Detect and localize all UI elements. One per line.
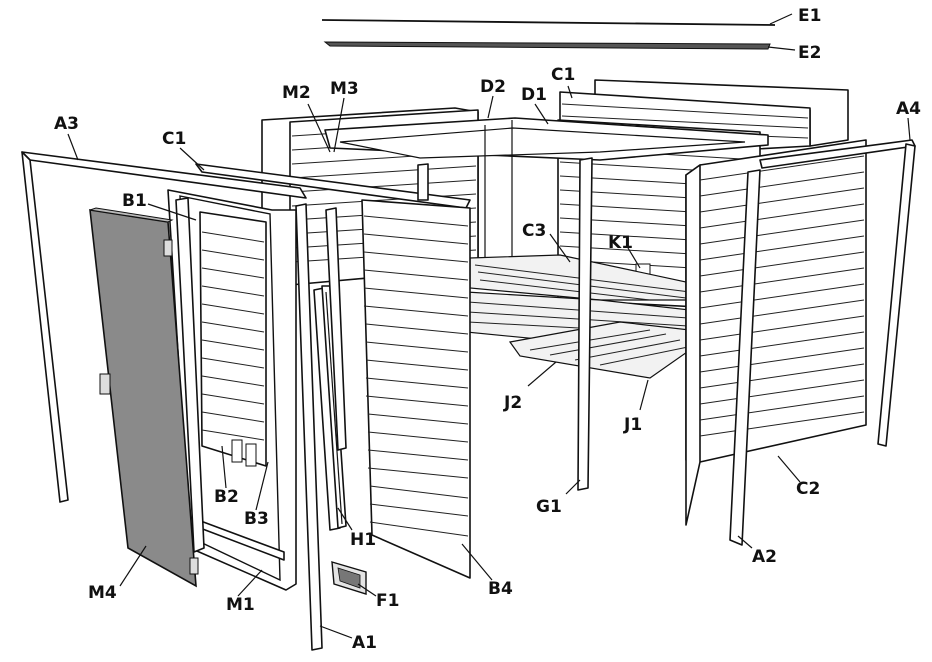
b1-slats <box>201 231 265 441</box>
label-f1: F1 <box>376 591 399 611</box>
part-labels: E1 E2 C1 D2 D1 M2 M3 A3 A4 C1 B1 C3 K1 J… <box>54 6 921 653</box>
label-k1: K1 <box>608 233 633 253</box>
label-b2: B2 <box>214 487 239 507</box>
part-top-frame <box>324 117 769 270</box>
label-e1: E1 <box>798 6 821 26</box>
part-m4-glass-door <box>89 207 199 588</box>
part-h1-profiles <box>313 285 347 531</box>
part-f1-vent-grille <box>331 561 367 595</box>
part-g1-post <box>577 157 593 491</box>
label-b4: B4 <box>488 579 513 599</box>
label-m4: M4 <box>88 583 117 603</box>
label-d1: D1 <box>521 85 547 105</box>
label-a4: A4 <box>896 99 921 119</box>
part-bench-j2 <box>508 321 691 379</box>
label-b1: B1 <box>122 191 147 211</box>
label-a3: A3 <box>54 114 79 134</box>
label-b3: B3 <box>244 509 269 529</box>
label-a2: A2 <box>752 547 777 567</box>
label-h1: H1 <box>350 530 376 550</box>
part-b4-front-wall <box>361 199 471 579</box>
label-a1: A1 <box>352 633 377 653</box>
label-j1: J1 <box>623 415 642 435</box>
c2-slats <box>699 155 865 437</box>
label-c1-left: C1 <box>162 129 186 149</box>
door-hinge-icon-2 <box>189 557 199 575</box>
label-m2: M2 <box>282 83 311 103</box>
label-g1: G1 <box>536 497 562 517</box>
label-d2: D2 <box>480 77 506 97</box>
leader-lines <box>67 13 911 639</box>
label-c2: C2 <box>796 479 820 499</box>
part-m2-m3-posts <box>325 163 429 451</box>
part-a1-post <box>295 203 323 651</box>
part-e2-roof-panel <box>323 41 771 50</box>
b4-slats <box>363 215 469 537</box>
label-m3: M3 <box>330 79 359 99</box>
door-handle-icon <box>99 373 111 395</box>
part-a2-post <box>729 169 761 546</box>
label-j2: J2 <box>503 393 522 413</box>
label-c3: C3 <box>522 221 546 241</box>
part-a4-rail <box>759 139 916 447</box>
part-c2-right-wall <box>685 139 867 526</box>
part-a3-frame <box>21 151 307 503</box>
label-c1-top: C1 <box>551 65 575 85</box>
part-e1-strip <box>321 19 776 26</box>
label-e2: E2 <box>798 43 821 63</box>
part-b1-door-wall <box>167 189 297 591</box>
door-hinge-icon <box>163 239 173 257</box>
b2-vent-slot <box>231 439 243 463</box>
b2-vent-slot-2 <box>245 443 257 467</box>
label-m1: M1 <box>226 595 255 615</box>
